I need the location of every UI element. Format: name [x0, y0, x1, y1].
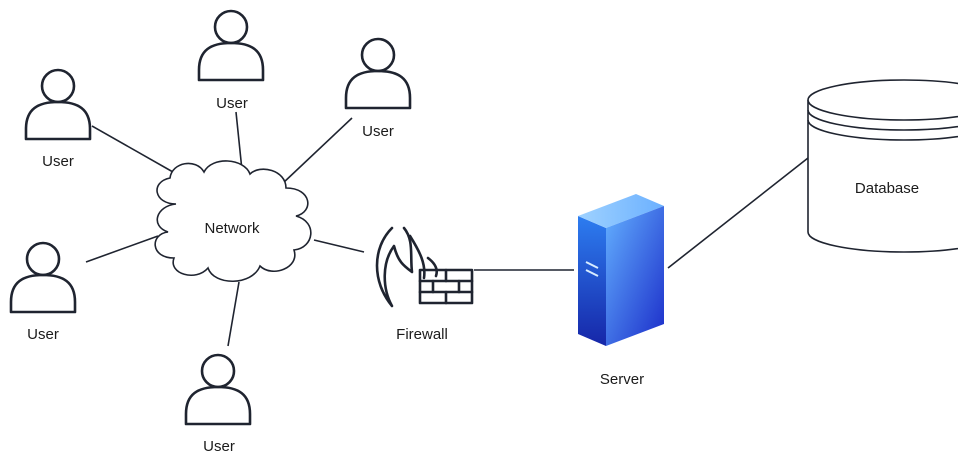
user-label: User — [203, 438, 235, 454]
user-icon — [24, 68, 92, 141]
user-label: User — [27, 326, 59, 343]
firewall-label: Firewall — [396, 326, 448, 343]
user-label: User — [216, 95, 248, 112]
edge-user-top-left-network — [91, 125, 181, 177]
user-icon — [9, 241, 77, 314]
edge-user-bottom-network — [227, 281, 240, 347]
database-label: Database — [855, 180, 919, 197]
user-icon — [197, 9, 265, 82]
server-node: Server — [578, 194, 664, 388]
user-node-left: User — [9, 241, 77, 343]
edge-user-left-network — [85, 235, 159, 263]
user-node-top-right: User — [344, 37, 412, 140]
user-label: User — [362, 123, 394, 140]
database-icon — [807, 79, 958, 253]
network-node: Network — [154, 160, 312, 282]
edge-network-firewall — [313, 239, 365, 253]
firewall-icon — [375, 226, 474, 308]
firewall-node: Firewall — [375, 226, 474, 343]
user-node-bottom: User — [184, 353, 252, 454]
edge-user-top-right-network — [281, 117, 353, 185]
user-icon — [344, 37, 412, 110]
edge-server-database — [667, 157, 809, 269]
server-icon — [578, 194, 664, 346]
server-label: Server — [600, 371, 644, 388]
user-node-top-left: User — [24, 68, 92, 170]
user-label: User — [42, 153, 74, 170]
user-icon — [184, 353, 252, 426]
user-node-top: User — [197, 9, 265, 112]
cloud-icon — [154, 160, 312, 282]
connections — [85, 111, 809, 347]
network-label: Network — [204, 220, 260, 237]
database-node: Database — [807, 79, 958, 253]
